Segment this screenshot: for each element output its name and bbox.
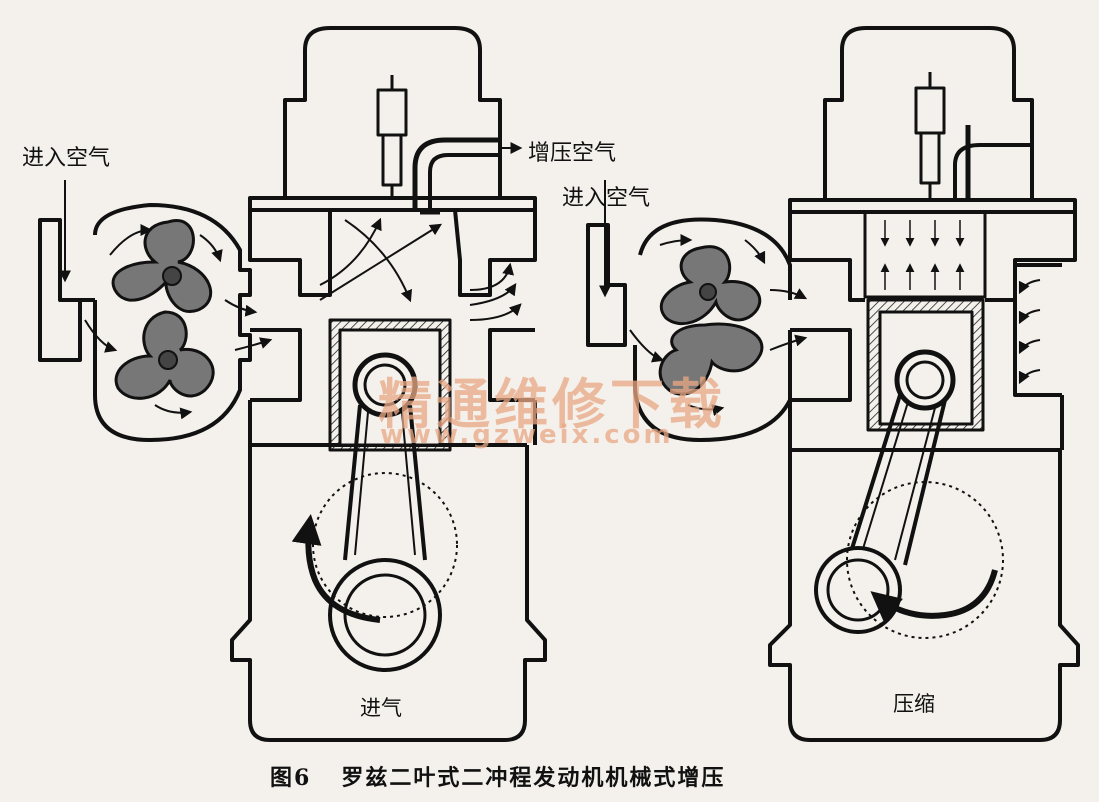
left-connecting-rod [343,404,427,561]
right-spark-plug [914,86,946,135]
label-stage-intake: 进气 [360,696,402,720]
right-compression-chamber [863,210,987,299]
label-intake-air-left: 进入空气 [22,146,111,171]
left-boost-pipe [412,137,500,210]
right-airflow-arrows [599,180,1041,417]
right-wrist-pin [894,349,956,411]
right-rotation-arrow [870,569,998,622]
right-crankcase [768,450,1080,742]
right-crank-path [846,481,1004,639]
figure-title: 罗兹二叶式二冲程发动机机械式增压 [341,765,726,791]
right-engine-compression [768,26,1080,742]
right-rotors [658,245,764,396]
right-cylinder-head [823,26,1034,200]
label-boost-air: 增压空气 [528,141,617,166]
label-stage-compression: 压缩 [893,692,935,716]
left-airflow-arrows [59,180,522,420]
figure-caption: 图6 罗兹二叶式二冲程发动机机械式增压 [270,760,725,792]
left-cylinder-block [248,210,332,297]
label-intake-air-right: 进入空气 [562,186,651,211]
left-rotation-arrow [291,514,381,623]
right-boost-pipe [953,143,1032,200]
watermark-url: www.gzweix.com [380,420,674,450]
left-engine-intake [230,26,547,742]
compression-arrows [880,220,965,290]
left-spark-plug [376,88,408,137]
left-rotor-top [111,219,213,313]
left-cylinder-head [283,26,502,198]
figure-number: 图6 [270,765,312,791]
left-rotors [111,219,215,400]
right-rotor-bottom [658,322,764,396]
watermark-title: 精通维修下载 [378,373,726,436]
right-head-base [788,198,1077,214]
left-crankcase [230,445,547,742]
right-roots-blower [586,217,792,442]
left-roots-blower [38,203,252,442]
